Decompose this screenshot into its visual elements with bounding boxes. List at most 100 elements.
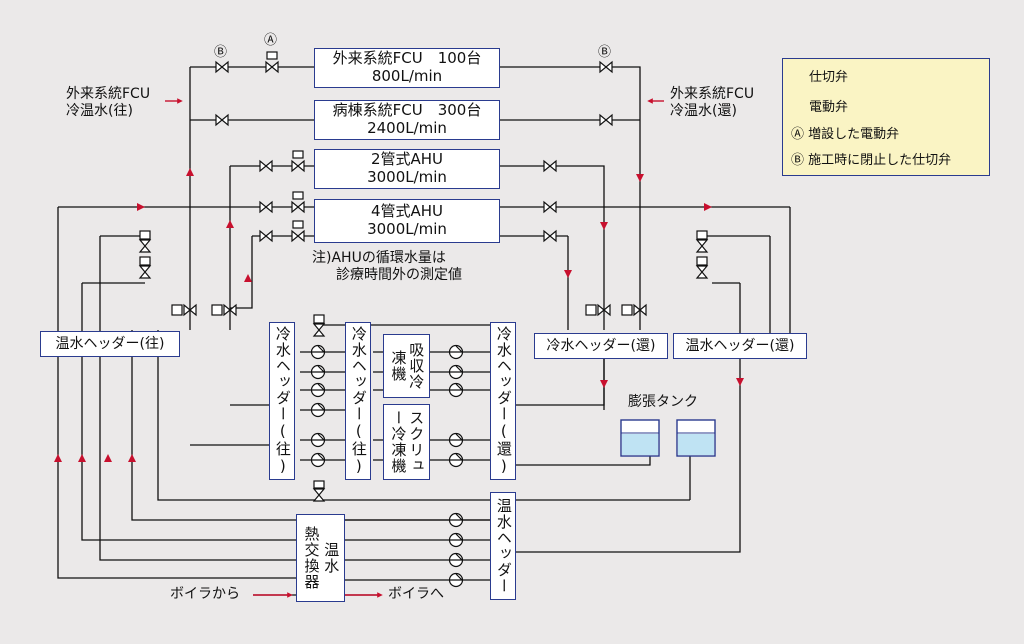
gate-valve [259, 159, 273, 173]
gate-valve [215, 60, 229, 74]
heat-exchanger-col-2: 熱交換器 [302, 526, 321, 590]
motor-valve [633, 303, 647, 317]
external-return-line1: 外来系統FCU [670, 86, 755, 102]
motor-valve [183, 303, 197, 317]
ahu-note-line2: 診療時間外の測定値 [336, 266, 462, 283]
motor-valve [597, 303, 611, 317]
motor-valve-actuator [139, 230, 151, 240]
pump-mark [450, 553, 463, 561]
gate-valve [599, 113, 613, 127]
fcu-ward-box: 病棟系統FCU 300台 2400L/min [314, 100, 500, 140]
heat-exchanger-col-1: 温水 [322, 542, 341, 574]
pump-mark [312, 433, 325, 441]
motor-valve-actuator [621, 304, 633, 316]
pump-mark [450, 345, 463, 353]
motor-valve [291, 229, 305, 243]
motor-valve-actuator [292, 191, 304, 200]
gate-valve [259, 200, 273, 214]
legend-gate-valve: 仕切弁 [809, 70, 849, 85]
motor-valve-actuator [313, 314, 325, 324]
legend: 仕切弁 電動弁 Ⓐ 増設した電動弁 Ⓑ 施工時に閉止した仕切弁 [782, 58, 990, 176]
ahu-2pipe-box: 2管式AHU 3000L/min [314, 149, 500, 189]
motor-valve-actuator [696, 230, 708, 240]
fcu-ward-line2: 2400L/min [367, 119, 447, 137]
cold-water-header-return-vertical: 冷水ヘッダー(還) [490, 322, 516, 480]
pump-mark [450, 533, 463, 541]
fcu-outpatient-box: 外来系統FCU 100台 800L/min [314, 48, 500, 88]
hot-water-header-supply: 温水ヘッダー(往) [40, 331, 180, 357]
pump-mark [312, 345, 325, 353]
pump-mark [312, 365, 325, 373]
motor-valve [695, 265, 709, 279]
motor-valve [291, 159, 305, 173]
screw-chiller-box: スクリュー冷凍機 [383, 404, 430, 480]
ahu-4pipe-box: 4管式AHU 3000L/min [314, 199, 500, 243]
ahu-2pipe-line1: 2管式AHU [370, 150, 444, 169]
motor-valve-actuator [211, 304, 223, 316]
legend-closed-gate-valve: Ⓑ 施工時に閉止した仕切弁 [791, 153, 952, 168]
external-supply-label: 外来系統FCU 冷温水(往) [66, 86, 150, 120]
boiler-to-label: ボイラへ [388, 586, 444, 602]
expansion-tanks [620, 419, 716, 457]
motor-valve [223, 303, 237, 317]
legend-motor-valve: 電動弁 [809, 100, 849, 115]
fcu-ward-line1: 病棟系統FCU 300台 [332, 101, 482, 120]
motor-valve [138, 239, 152, 253]
gate-valve [599, 60, 613, 74]
fcu-outpatient-line1: 外来系統FCU 100台 [332, 49, 482, 68]
mark-b-2: Ⓑ [598, 45, 612, 60]
hot-water-header-return-label: 温水ヘッダー(還) [685, 337, 795, 354]
cold-water-header-supply-2: 冷水ヘッダー(往) [345, 322, 371, 480]
ahu-note-line1: 注)AHUの循環水量は [312, 250, 446, 266]
pump-mark [450, 573, 463, 581]
external-return-line2: 冷温水(還) [670, 102, 737, 119]
ahu-4pipe-line2: 3000L/min [367, 220, 447, 238]
pump-mark [312, 403, 325, 411]
motor-valve [265, 60, 279, 74]
motor-valve-actuator [139, 256, 151, 266]
pump-symbols [310, 344, 464, 588]
pump-mark [312, 453, 325, 461]
gate-valve [543, 200, 557, 214]
hot-water-header-return: 温水ヘッダー(還) [673, 333, 807, 359]
pump-mark [312, 383, 325, 391]
legend-added-motor-valve: Ⓐ 増設した電動弁 [791, 127, 900, 142]
gate-valve [543, 159, 557, 173]
hot-water-header-vertical: 温水ヘッダー [490, 492, 516, 600]
motor-valve-actuator [292, 150, 304, 159]
hot-water-header-supply-label: 温水ヘッダー(往) [55, 335, 165, 352]
fcu-outpatient-line2: 800L/min [371, 67, 443, 85]
mark-b-1: Ⓑ [214, 45, 228, 60]
motor-valve [312, 488, 326, 502]
external-supply-line2: 冷温水(往) [66, 102, 133, 119]
cold-water-header-return-label: 冷水ヘッダー(還) [546, 337, 656, 354]
external-supply-line1: 外来系統FCU [66, 86, 151, 102]
ahu-2pipe-line2: 3000L/min [367, 168, 447, 186]
screw-chiller-label: スクリュー冷凍機 [389, 410, 426, 474]
motor-valve [695, 239, 709, 253]
cold-water-header-return-vertical-label: 冷水ヘッダー(還) [494, 326, 513, 476]
gate-valve [215, 113, 229, 127]
motor-valve-actuator [585, 304, 597, 316]
external-arrows [165, 98, 664, 598]
pump-mark [450, 433, 463, 441]
ahu-note: 注)AHUの循環水量は 診療時間外の測定値 [312, 250, 462, 284]
gate-valve [543, 229, 557, 243]
motor-valve-actuator [292, 220, 304, 229]
mark-a: Ⓐ [264, 33, 278, 48]
motor-valve-actuator [266, 51, 278, 60]
pump-mark [450, 383, 463, 391]
motor-valve [312, 323, 326, 337]
pump-mark [450, 365, 463, 373]
cold-water-header-supply-1: 冷水ヘッダー(往) [269, 322, 295, 480]
hot-water-header-vertical-label: 温水ヘッダー [494, 498, 513, 594]
motor-valve-actuator [696, 256, 708, 266]
boiler-from-label: ボイラから [170, 586, 240, 602]
valve-symbols [138, 51, 709, 502]
absorption-chiller-box: 吸収冷凍機 [383, 334, 430, 398]
motor-valve [291, 200, 305, 214]
cold-water-header-supply-2-label: 冷水ヘッダー(往) [349, 326, 368, 476]
cold-water-header-supply-1-label: 冷水ヘッダー(往) [273, 326, 292, 476]
heat-exchanger-text: 温水 熱交換器 [302, 526, 341, 590]
